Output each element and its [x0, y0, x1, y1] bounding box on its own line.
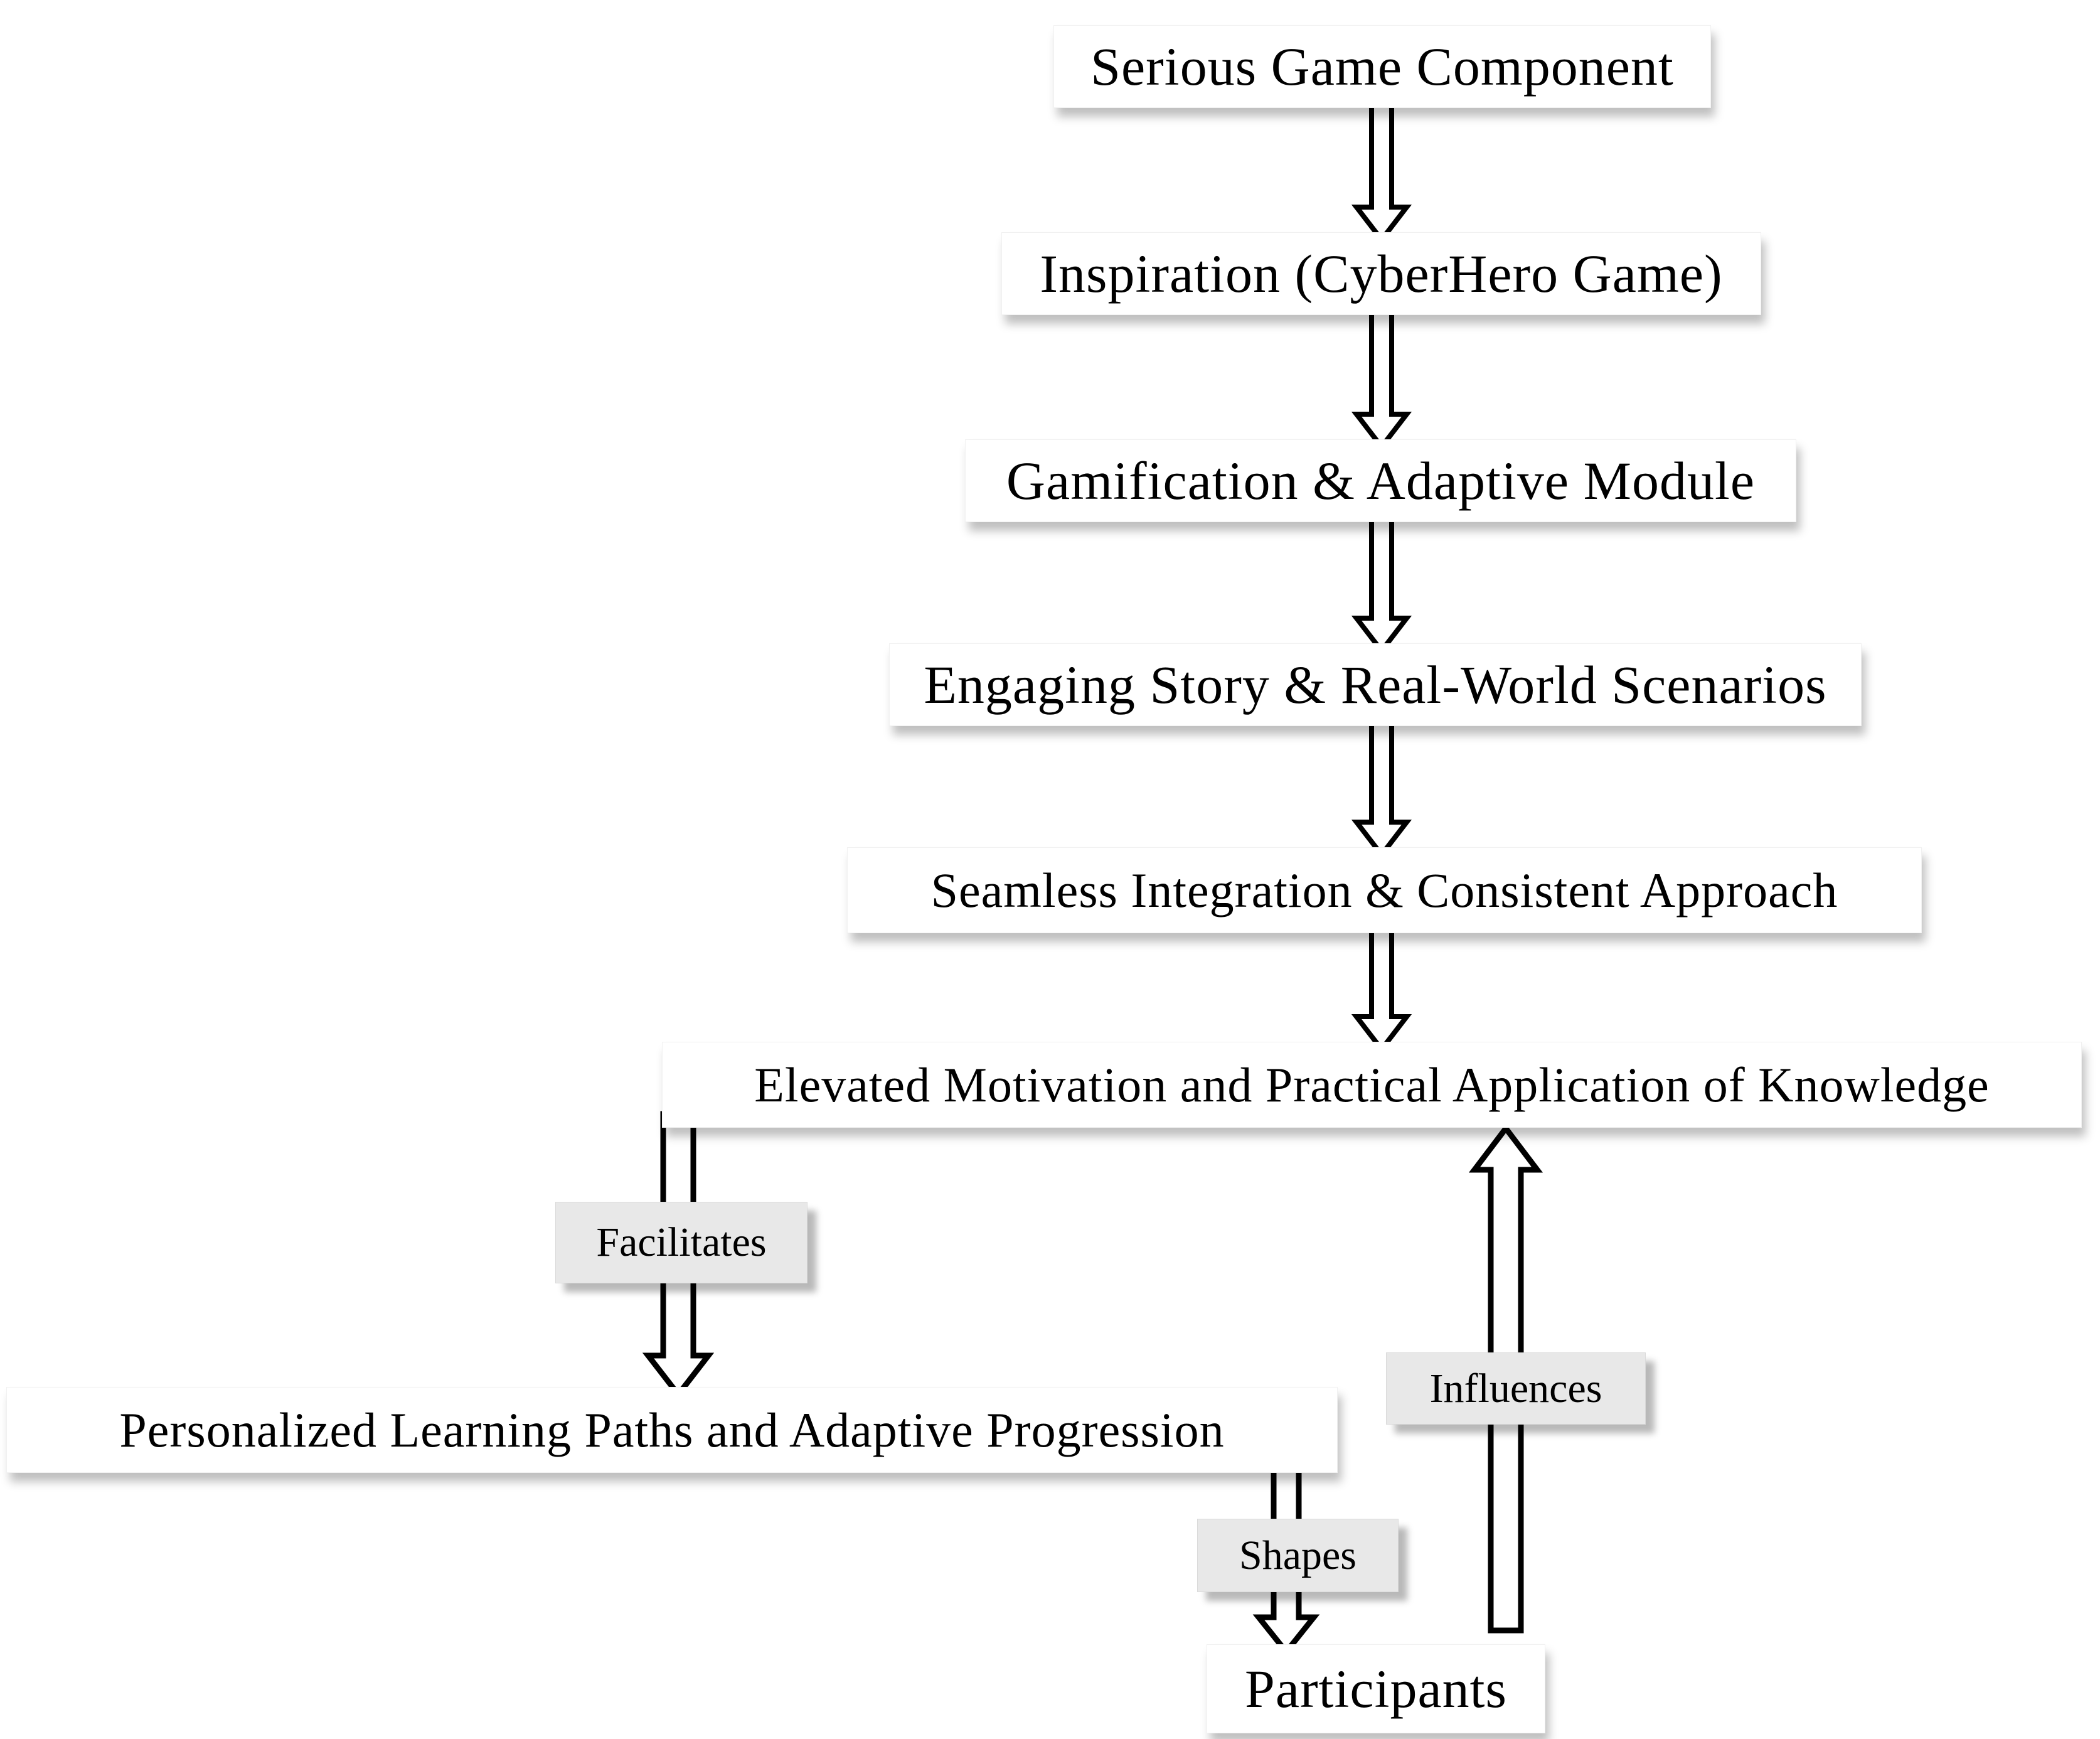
arrow-engaging-to-seamless-icon — [1351, 710, 1412, 859]
node-label: Gamification & Adaptive Module — [1006, 451, 1756, 511]
node-label: Participants — [1244, 1659, 1508, 1719]
arrow-serious-to-inspiration-icon — [1351, 92, 1412, 244]
node-inspiration-cyberhero-game: Inspiration (CyberHero Game) — [1001, 232, 1761, 315]
node-participants: Participants — [1207, 1644, 1545, 1733]
edge-label-facilitates: Facilitates — [555, 1202, 807, 1283]
node-label: Engaging Story & Real-World Scenarios — [924, 655, 1827, 715]
edge-label-influences: Influences — [1386, 1352, 1646, 1425]
arrow-seamless-to-elevated-icon — [1351, 917, 1412, 1054]
node-elevated-motivation-practical-application: Elevated Motivation and Practical Applic… — [662, 1042, 2082, 1128]
node-gamification-adaptive-module: Gamification & Adaptive Module — [965, 439, 1796, 522]
node-seamless-integration-consistent-approach: Seamless Integration & Consistent Approa… — [847, 847, 1922, 933]
arrow-inspiration-to-gamification-icon — [1351, 299, 1412, 451]
node-label: Seamless Integration & Consistent Approa… — [930, 862, 1838, 918]
edge-label-text: Shapes — [1239, 1532, 1356, 1578]
node-serious-game-component: Serious Game Component — [1053, 25, 1711, 108]
edge-label-text: Facilitates — [596, 1219, 767, 1265]
node-label: Personalized Learning Paths and Adaptive… — [119, 1402, 1225, 1457]
edge-label-text: Influences — [1429, 1365, 1602, 1411]
node-engaging-story-real-world-scenarios: Engaging Story & Real-World Scenarios — [889, 643, 1862, 726]
node-label: Elevated Motivation and Practical Applic… — [754, 1057, 1990, 1112]
arrow-gamification-to-engaging-icon — [1351, 506, 1412, 655]
node-label: Serious Game Component — [1090, 36, 1674, 97]
edge-label-shapes: Shapes — [1197, 1519, 1399, 1592]
node-personalized-learning-paths: Personalized Learning Paths and Adaptive… — [6, 1387, 1338, 1473]
node-label: Inspiration (CyberHero Game) — [1040, 243, 1723, 304]
